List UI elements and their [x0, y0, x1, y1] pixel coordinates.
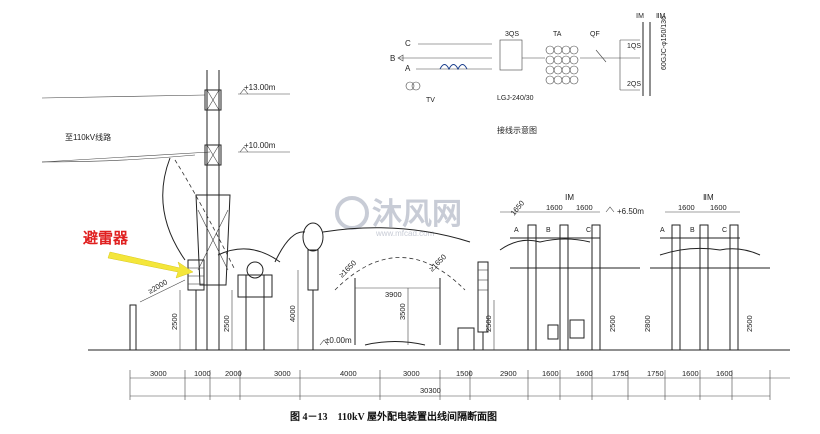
bus-label-right: ⅡM: [703, 193, 714, 202]
svg-text:+13.00m: +13.00m: [244, 83, 276, 92]
svg-text:QF: QF: [590, 31, 600, 38]
vehicle-outline: 3900 3500: [354, 278, 441, 346]
bottom-dimension-chain: 3000 1000 2000 3000 4000 3000 1500 2900 …: [129, 369, 790, 400]
svg-text:2800: 2800: [643, 315, 652, 332]
schematic-phase-a: A: [405, 64, 411, 73]
svg-text:2500: 2500: [222, 315, 231, 332]
gantry-tower: [195, 70, 231, 350]
vdim-8: 2500: [745, 315, 754, 332]
bottom-dim-2: 2000: [225, 369, 242, 378]
elevation-0: ±0.00m: [319, 336, 352, 346]
incoming-lines: 至110kV线路: [41, 94, 211, 163]
vdim-3: 4000: [288, 270, 299, 350]
svg-text:ⅡM: ⅡM: [656, 13, 665, 20]
bottom-dim-1: 1000: [194, 369, 211, 378]
svg-text:TA: TA: [553, 31, 562, 38]
total-dim: 30300: [420, 386, 441, 395]
svg-text:3QS: 3QS: [505, 31, 519, 38]
svg-text:±0.00m: ±0.00m: [325, 336, 352, 345]
current-transformer-icon: [274, 222, 471, 350]
clearance-2: ≥1650: [337, 258, 358, 279]
svg-text:1QS: 1QS: [627, 43, 641, 50]
top-dim-3: 1600: [678, 203, 695, 212]
vdim-6: 2500: [608, 315, 617, 332]
phase-mark-4: B: [690, 227, 695, 234]
vdim-1: 2500: [170, 290, 181, 350]
clearance-3: ≥1650: [427, 252, 448, 273]
svg-text:2500: 2500: [745, 315, 754, 332]
bottom-dim-9: 1600: [576, 369, 593, 378]
svg-text:4000: 4000: [288, 305, 297, 322]
svg-text:60GJC-φ150/136: 60GJC-φ150/136: [661, 16, 668, 70]
phase-mark-5: C: [722, 227, 727, 234]
phase-mark-1: B: [546, 227, 551, 234]
phase-mark-0: A: [514, 227, 519, 234]
busbar-right: [650, 224, 770, 351]
arrester-label: 避雷器: [83, 229, 129, 247]
bottom-dim-12: 1600: [682, 369, 699, 378]
elevation-13: +13.00m: [238, 83, 290, 95]
bottom-dim-13: 1600: [716, 369, 733, 378]
drop-wire-dashed: [174, 159, 236, 271]
line-label: 至110kV线路: [65, 132, 111, 142]
watermark-logo-icon: [335, 196, 369, 230]
watermark-main: 沐风网: [372, 197, 462, 232]
bottom-dim-11: 1750: [647, 369, 664, 378]
tv-icon: [405, 81, 415, 91]
svg-text:2500: 2500: [170, 313, 179, 330]
isolator-left-icon: [217, 248, 281, 350]
watermark: 沐风网 www.mfcad.com: [335, 196, 462, 238]
top-dim-0: 1650: [509, 199, 527, 218]
svg-text:2QS: 2QS: [627, 81, 641, 88]
schematic-title: 接线示意图: [497, 125, 537, 135]
left-fence: [129, 304, 137, 351]
yellow-arrow-icon: [107, 251, 194, 279]
phase-mark-2: C: [586, 227, 591, 234]
watermark-sub: www.mfcad.com: [375, 229, 435, 238]
top-dim-4: 1600: [710, 203, 727, 212]
wiring-schematic: C B A TV 3QS TA QF 1QS 2QS ⅠM ⅡM 60GJC: [390, 13, 668, 135]
schematic-phase-c: C: [405, 39, 411, 48]
svg-text:3500: 3500: [398, 303, 407, 320]
phase-mark-3: A: [660, 227, 665, 234]
top-dim-2: 1600: [576, 203, 593, 212]
caption: 图 4－13 110kV 屋外配电装置出线间隔断面图: [290, 410, 497, 423]
drop-wire: [162, 157, 186, 261]
elevation-10: +10.00m: [238, 141, 290, 153]
coil-icon: [439, 64, 468, 71]
ta-coils-icon: [545, 45, 579, 85]
clearance-arc: [334, 257, 466, 291]
schematic-tv: TV: [426, 97, 435, 104]
svg-text:2500: 2500: [608, 315, 617, 332]
arrester-icon: [187, 259, 205, 350]
bottom-dim-3: 3000: [274, 369, 291, 378]
bottom-dim-4: 4000: [340, 369, 357, 378]
bus-label-left: ⅠM: [565, 193, 574, 202]
svg-text:+6.50m: +6.50m: [617, 207, 644, 216]
circuit-breaker-icon: [457, 261, 489, 351]
vdim-7: 2800: [643, 315, 652, 332]
busbar-left: [499, 224, 640, 351]
svg-text:ⅠM: ⅠM: [636, 13, 644, 20]
bottom-dim-0: 3000: [150, 369, 167, 378]
svg-text:LGJ-240/30: LGJ-240/30: [497, 95, 534, 102]
elevation-650: +6.50m: [605, 206, 644, 216]
vdim-2: 2500: [222, 290, 233, 350]
bottom-dim-7: 2900: [500, 369, 517, 378]
bottom-dim-10: 1750: [612, 369, 629, 378]
bottom-dim-5: 3000: [403, 369, 420, 378]
mid-width: 3900: [385, 290, 402, 299]
svg-text:+10.00m: +10.00m: [244, 141, 276, 150]
schematic-phase-b: B: [390, 54, 395, 63]
top-dim-1: 1600: [546, 203, 563, 212]
svg-text:2500: 2500: [484, 315, 493, 332]
bottom-dim-8: 1600: [542, 369, 559, 378]
clearance-line-1: [139, 279, 186, 303]
vdim-5: 2500: [484, 300, 495, 350]
bottom-dim-6: 1500: [456, 369, 473, 378]
